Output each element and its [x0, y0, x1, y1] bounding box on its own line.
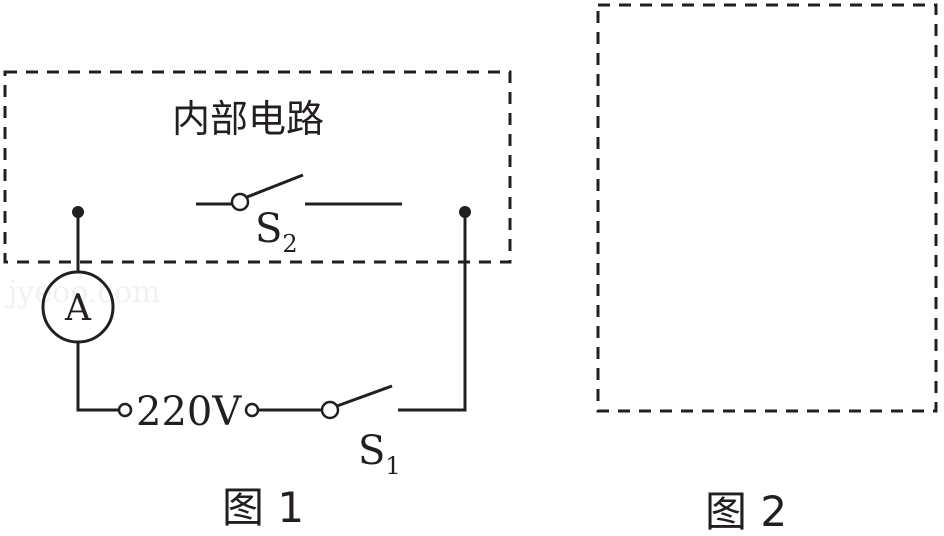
figure1-caption: 图 1: [222, 483, 304, 532]
switch-s2-label: S2: [255, 206, 298, 258]
switch-s1: S1: [320, 384, 401, 480]
switch-s1-main: S: [358, 428, 385, 474]
ammeter-label: A: [64, 288, 92, 329]
bottom-wire-right: [398, 212, 467, 412]
voltage-label: 220V: [136, 389, 242, 435]
switch-s2-sub: 2: [282, 230, 297, 258]
watermark: jyeoo.com: [5, 275, 160, 310]
switch-s1-label: S1: [358, 428, 401, 480]
switch-s2: S2: [196, 173, 402, 258]
figure2-box: [596, 3, 938, 413]
switch-s2-main: S: [255, 206, 282, 252]
switch-s2-blade: [246, 173, 304, 199]
internal-circuit-box: [3, 70, 512, 264]
left-wire-lower: [76, 342, 119, 412]
source-terminal-right: [244, 402, 260, 418]
figure2-caption: 图 2: [705, 487, 787, 536]
source-terminal-left: [117, 402, 133, 418]
internal-circuit-label: 内部电路: [172, 97, 324, 141]
switch-s2-pivot: [230, 192, 250, 212]
switch-s1-pivot: [320, 400, 340, 420]
right-terminal-dot: [459, 206, 471, 218]
switch-s1-blade: [336, 384, 393, 408]
switch-s1-sub: 1: [385, 452, 400, 480]
